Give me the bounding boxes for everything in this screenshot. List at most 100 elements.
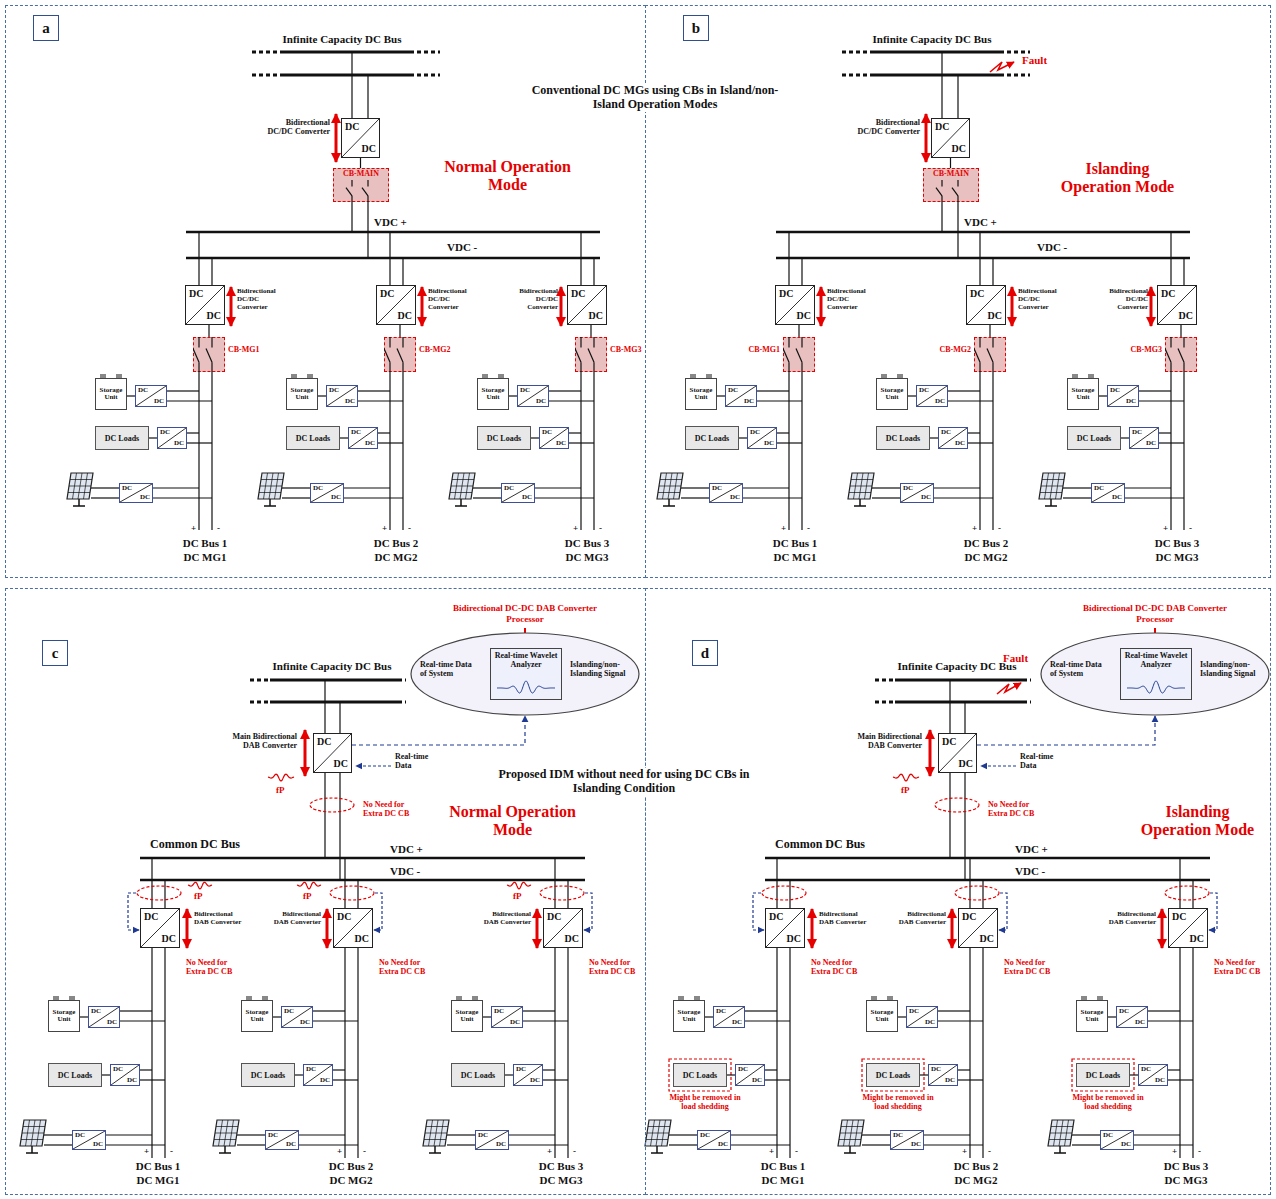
pv-stand	[849, 1146, 851, 1153]
annotation-label: DC MG2	[311, 1174, 391, 1187]
circuit-breaker: CB-MG3	[575, 337, 607, 372]
wire	[567, 880, 568, 908]
annotation-label: fP	[901, 785, 917, 795]
annotation-label: No Need for Extra DC CB	[811, 958, 865, 976]
node-text: DC	[1141, 1066, 1151, 1073]
wire	[324, 773, 325, 858]
load-box: DC Loads	[673, 1063, 727, 1087]
dc-dc-converter: DCDC	[697, 1130, 731, 1150]
wire	[1139, 390, 1171, 391]
panel-letter: d	[692, 640, 718, 666]
node-text: Bidirectional DC-DC DAB Converter Proces…	[450, 603, 600, 625]
annotation-label: Bidirectional DC/DC Converter	[428, 287, 480, 311]
storage-battery: Storage Unit	[876, 378, 908, 410]
dab-converter: DCDC	[543, 908, 583, 948]
node-text: DC	[1179, 311, 1193, 321]
node-text: DC	[331, 494, 341, 501]
wire	[992, 372, 993, 530]
annotation-label: +	[571, 523, 580, 533]
dc-dc-converter: DCDC	[513, 1064, 543, 1086]
pv-stand	[859, 499, 861, 506]
panel: bDCDCCB-MAINDCDCCB-MG1Storage UnitDCDCDC…	[645, 5, 1271, 578]
node-text: Storage Unit	[877, 387, 907, 402]
breaker-blades	[783, 337, 815, 372]
dc-bus	[280, 51, 410, 54]
pv-stand	[854, 505, 866, 507]
pv-stand	[663, 505, 675, 507]
node-text: DC	[1094, 485, 1104, 492]
wire	[447, 1144, 475, 1145]
pv-grid	[647, 1133, 669, 1134]
wire	[934, 487, 980, 488]
dc-bus	[250, 701, 270, 704]
dc-dc-converter: DCDC	[475, 1130, 509, 1150]
wire	[237, 1134, 265, 1135]
pv-grid	[855, 1120, 859, 1146]
wire-connector	[531, 437, 539, 438]
injection-point	[1165, 886, 1209, 900]
dc-dc-converter: DCDC	[938, 427, 968, 449]
annotation-label: Bidirectional DAB Converter	[483, 910, 531, 926]
pv-stand	[460, 499, 462, 506]
pv-panel	[213, 1120, 239, 1146]
wire	[776, 858, 777, 908]
annotation-label: No Need for Extra DC CB	[379, 958, 433, 976]
node-text: Storage Unit	[478, 387, 508, 402]
dc-dc-converter: DCDC	[348, 427, 378, 449]
annotation-label: -	[570, 1146, 579, 1156]
wire	[757, 400, 802, 401]
node-text: DC	[955, 440, 965, 447]
node-text: DC	[738, 1066, 748, 1073]
wire	[1072, 1134, 1100, 1135]
annotation-label: +	[767, 1146, 776, 1156]
wire	[153, 487, 199, 488]
annotation-label: Common DC Bus	[775, 838, 885, 852]
node-text: DC	[160, 429, 170, 436]
annotation-label: DC MG2	[946, 551, 1026, 564]
shedding-box	[669, 1059, 731, 1091]
dc-bus	[776, 257, 1190, 260]
dc-dc-converter: DCDC	[900, 483, 934, 503]
annotation-label: Bidirectional DC/DC Converter	[1018, 287, 1070, 311]
wire-connector	[930, 437, 938, 438]
dab-converter: DCDC	[775, 285, 815, 325]
node-text: DC	[268, 1132, 278, 1139]
wire-connector	[208, 325, 209, 337]
wire	[949, 773, 950, 858]
dc-dc-converter: DCDC	[265, 1130, 299, 1150]
pv-grid	[259, 492, 281, 493]
node-text: DC	[1110, 387, 1120, 394]
node-text: DC	[93, 1141, 103, 1148]
pv-panel	[838, 1120, 864, 1146]
dc-dc-converter: DCDC	[1116, 1006, 1148, 1028]
wire	[299, 1144, 358, 1145]
annotation-label: DC Bus 1	[743, 1160, 823, 1173]
annotation-label: DC Bus 2	[356, 537, 436, 550]
wire	[378, 442, 403, 443]
dc-bus	[250, 679, 270, 682]
wire	[389, 372, 390, 530]
annotation-label: -	[1195, 1146, 1204, 1156]
node-text: DC	[107, 1019, 117, 1026]
dc-bus	[895, 679, 1023, 682]
annotation-label: No Need for Extra DC CB	[363, 800, 423, 818]
power-flow-arrow	[951, 909, 954, 948]
load-box: DC Loads	[1067, 426, 1121, 450]
storage-battery: Storage Unit	[451, 1000, 483, 1032]
power-flow-arrow	[560, 287, 563, 326]
pv-stand	[844, 1152, 856, 1154]
dc-bus	[140, 857, 585, 860]
annotation-label: fP	[303, 891, 319, 901]
power-flow-arrow	[1150, 287, 1153, 326]
wire	[969, 948, 970, 1158]
wire	[344, 487, 390, 488]
wire-connector	[590, 325, 591, 337]
wire-connector	[908, 395, 916, 396]
pv-panel	[449, 473, 475, 499]
pv-grid	[22, 1133, 44, 1134]
annotation-label: +	[960, 1146, 969, 1156]
dc-bus	[1023, 679, 1031, 682]
node-text: DC	[547, 912, 561, 922]
wire	[339, 773, 340, 880]
